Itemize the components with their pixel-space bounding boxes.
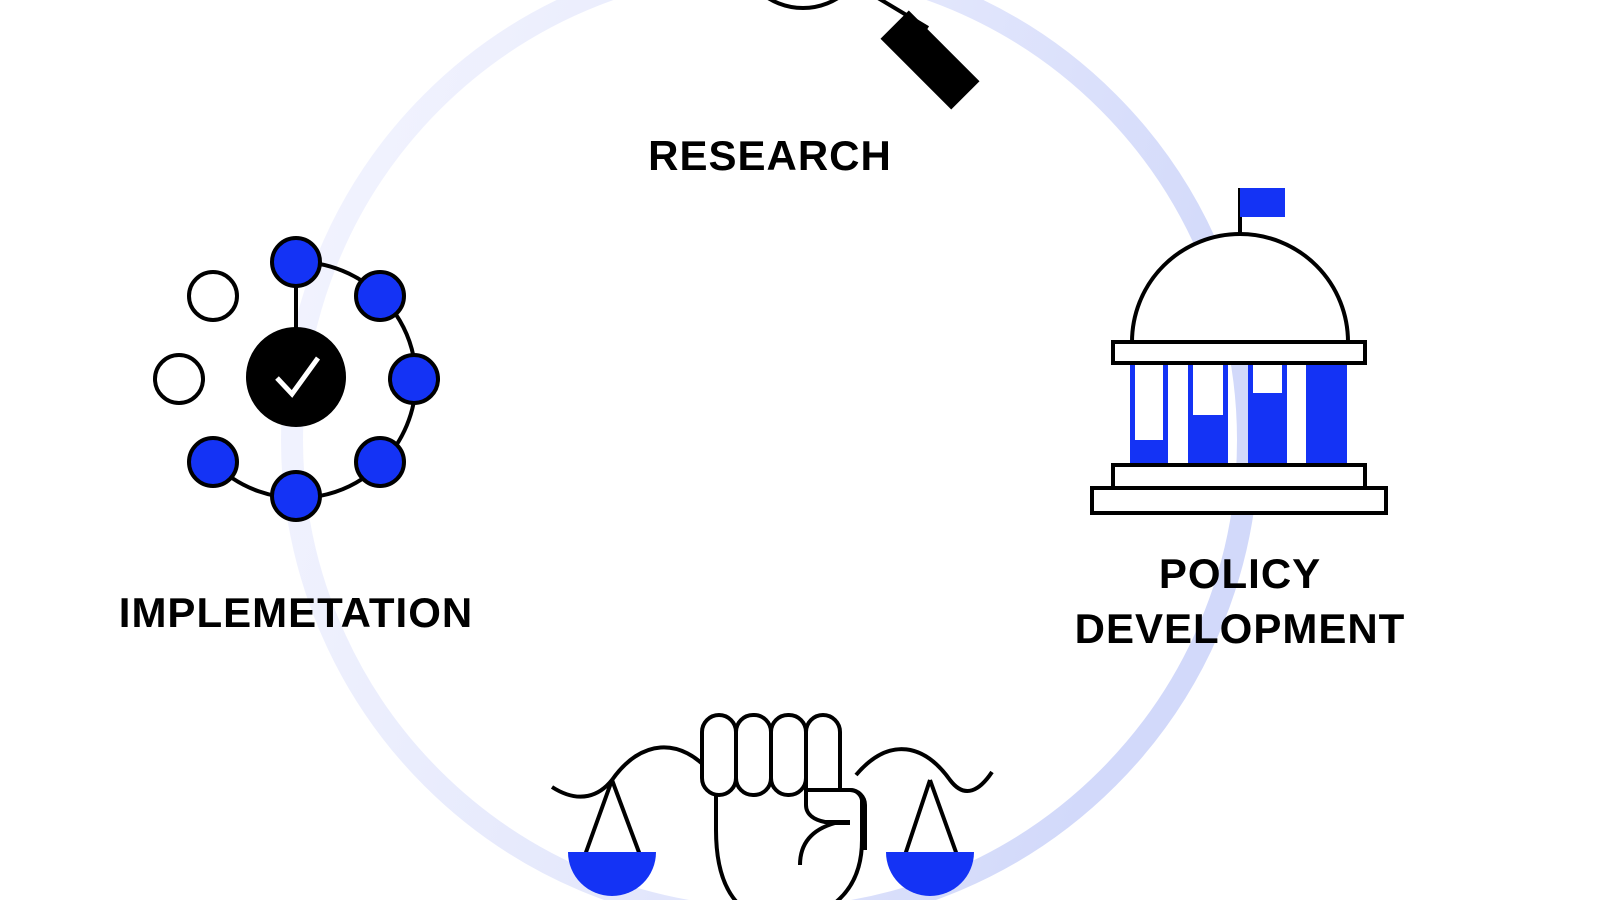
policy-label-line1: POLICY — [1159, 550, 1321, 597]
research-label: RESEARCH — [648, 132, 892, 179]
implementation-label: IMPLEMETATION — [119, 589, 473, 636]
capitol-building-icon — [1090, 188, 1388, 515]
fist-scales-icon — [550, 713, 994, 900]
magnifier-icon — [767, 0, 980, 110]
implementation-icon — [153, 236, 440, 522]
check-icon — [275, 356, 321, 398]
policy-label-line2: DEVELOPMENT — [1075, 605, 1406, 652]
